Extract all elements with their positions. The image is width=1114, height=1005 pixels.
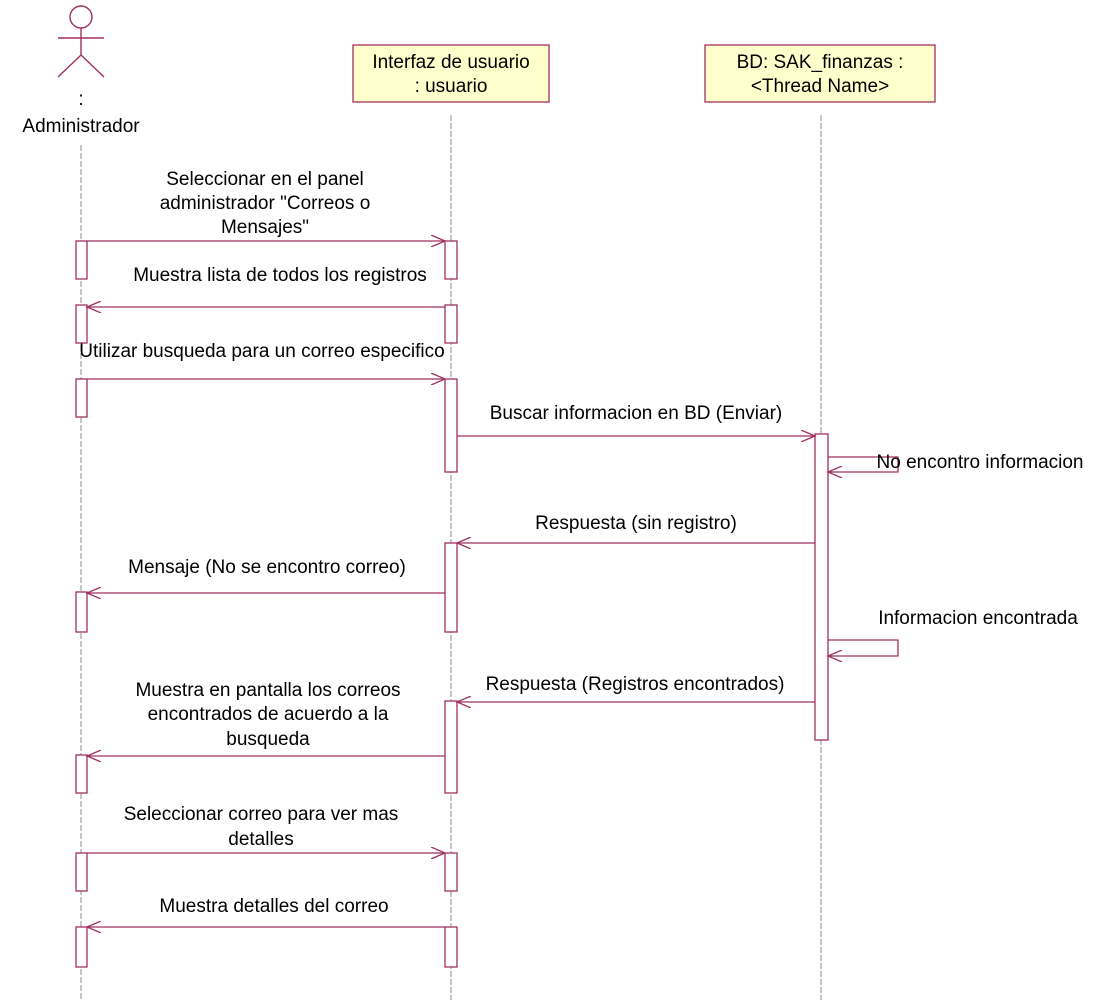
message-1-line1: Seleccionar en el panel — [166, 169, 364, 190]
activation-admin-detalles — [75, 926, 88, 968]
object-bd-line1: BD: SAK_finanzas : — [737, 52, 904, 73]
message-8-line1: Informacion encontrada — [878, 608, 1078, 629]
activation-admin-1 — [75, 240, 88, 280]
activation-interfaz-2 — [444, 304, 458, 344]
object-interfaz-line1: Interfaz de usuario — [372, 52, 529, 73]
object-bd-sak-finanzas[interactable]: BD: SAK_finanzas : <Thread Name> — [704, 44, 936, 103]
message-1-line2: administrador "Correos o — [160, 193, 371, 214]
message-3-line1: Utilizar busqueda para un correo especif… — [79, 341, 444, 362]
message-4[interactable]: Buscar informacion en BD (Enviar) — [457, 403, 815, 436]
activation-interfaz-4 — [444, 542, 458, 633]
message-9-line1: Respuesta (Registros encontrados) — [486, 674, 785, 695]
message-6-line1: Respuesta (sin registro) — [535, 513, 737, 534]
message-9[interactable]: Respuesta (Registros encontrados) — [457, 674, 815, 702]
activation-admin-4 — [75, 591, 88, 633]
message-10-line3: busqueda — [226, 729, 310, 750]
actor-administrador[interactable]: : Administrador — [22, 5, 140, 137]
message-7-line1: Mensaje (No se encontro correo) — [128, 557, 406, 578]
message-3[interactable]: Utilizar busqueda para un correo especif… — [79, 341, 445, 379]
message-5-self[interactable]: No encontro informacion — [828, 452, 1084, 473]
actor-left-leg — [57, 54, 82, 78]
message-7[interactable]: Mensaje (No se encontro correo) — [87, 557, 445, 593]
activation-admin-5 — [75, 754, 88, 794]
message-12-line1: Muestra detalles del correo — [159, 896, 388, 917]
activation-interfaz-5 — [444, 700, 458, 794]
activation-admin-2 — [75, 304, 88, 344]
object-box-interfaz — [352, 44, 550, 103]
message-8-self[interactable]: Informacion encontrada — [828, 608, 1078, 656]
activation-interfaz-6 — [444, 852, 458, 892]
message-10[interactable]: Muestra en pantalla los correos encontra… — [87, 680, 445, 756]
activation-bd — [814, 433, 829, 741]
message-2-line1: Muestra lista de todos los registros — [133, 265, 427, 286]
activation-admin-6 — [75, 852, 88, 892]
message-5-arrow — [828, 456, 899, 472]
message-2[interactable]: Muestra lista de todos los registros — [87, 265, 445, 307]
message-5-line1: No encontro informacion — [877, 452, 1084, 473]
object-box-bd — [704, 44, 936, 103]
message-11[interactable]: Seleccionar correo para ver mas detalles — [87, 804, 445, 853]
activation-admin-3 — [75, 378, 88, 418]
message-1-line3: Mensajes" — [221, 217, 309, 238]
activation-interfaz-7 — [444, 926, 458, 968]
message-10-line1: Muestra en pantalla los correos — [135, 680, 400, 701]
object-interfaz-usuario[interactable]: Interfaz de usuario : usuario — [352, 44, 550, 103]
activation-interfaz-1 — [444, 240, 458, 280]
message-12[interactable]: Muestra detalles del correo — [87, 896, 445, 927]
actor-head — [69, 5, 93, 29]
message-6[interactable]: Respuesta (sin registro) — [457, 513, 815, 543]
message-4-line1: Buscar informacion en BD (Enviar) — [490, 403, 783, 424]
object-interfaz-line2: : usuario — [415, 76, 488, 97]
message-11-line2: detalles — [228, 829, 294, 850]
actor-right-leg — [80, 54, 105, 78]
message-11-line1: Seleccionar correo para ver mas — [124, 804, 399, 825]
message-1[interactable]: Seleccionar en el panel administrador "C… — [87, 169, 445, 241]
actor-name: Administrador — [22, 116, 140, 137]
actor-colon: : — [78, 89, 83, 110]
object-bd-line2: <Thread Name> — [751, 76, 889, 97]
message-10-line2: encontrados de acuerdo a la — [148, 704, 389, 725]
message-8-arrow — [828, 639, 899, 656]
activation-interfaz-3 — [444, 378, 458, 473]
